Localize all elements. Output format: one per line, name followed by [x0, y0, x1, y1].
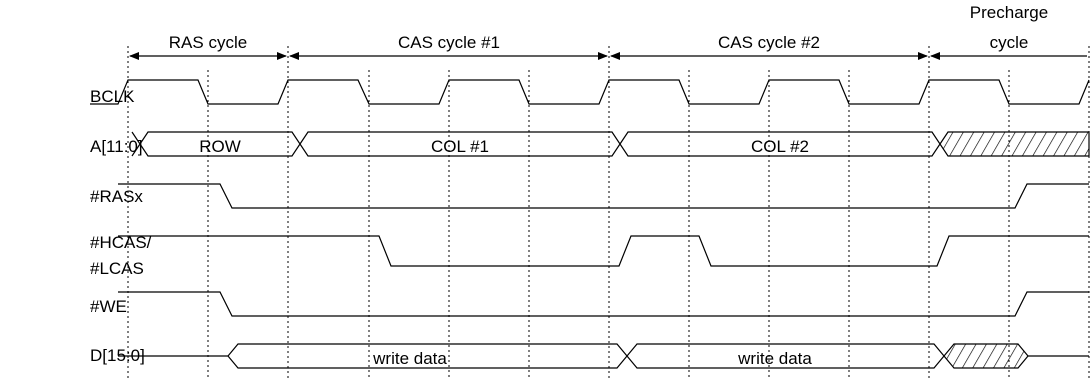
we-waveform	[118, 291, 1089, 317]
addr-col2-value: COL #2	[751, 137, 809, 156]
signal-labels: BCLK A[11:0] #RASx #HCAS/ #LCAS #WE D[15…	[90, 87, 152, 365]
bclk-waveform	[90, 79, 1090, 105]
signal-label-bclk: BCLK	[90, 87, 135, 106]
data-write-2-value: write data	[737, 349, 812, 368]
signal-label-hcas: #HCAS/	[90, 233, 152, 252]
phase-cas-1: CAS cycle #1	[289, 33, 608, 60]
phase-precharge: Precharge cycle	[930, 3, 1087, 60]
data-write-1-value: write data	[372, 349, 447, 368]
ras-waveform	[118, 183, 1089, 209]
signal-label-we: #WE	[90, 297, 127, 316]
timing-guides	[127, 46, 1090, 380]
data-bus: write data write data	[118, 343, 1089, 369]
signal-label-addr: A[11:0]	[90, 137, 143, 156]
addr-bus: ROW COL #1 COL #2	[131, 131, 1090, 157]
phase-cas-1-label: CAS cycle #1	[398, 33, 500, 52]
signal-label-lcas: #LCAS	[90, 259, 144, 278]
phase-cas-2: CAS cycle #2	[610, 33, 928, 60]
addr-row-value: ROW	[199, 137, 241, 156]
signal-label-data: D[15:0]	[90, 346, 145, 365]
phase-cas-2-label: CAS cycle #2	[718, 33, 820, 52]
addr-col1-value: COL #1	[431, 137, 489, 156]
cas-waveform	[118, 235, 1089, 267]
phase-ras: RAS cycle	[129, 33, 287, 60]
signal-label-ras: #RASx	[90, 187, 143, 206]
phase-ras-label: RAS cycle	[169, 33, 247, 52]
phase-precharge-label-line1: Precharge	[970, 3, 1048, 22]
phase-precharge-label-line2: cycle	[990, 33, 1029, 52]
